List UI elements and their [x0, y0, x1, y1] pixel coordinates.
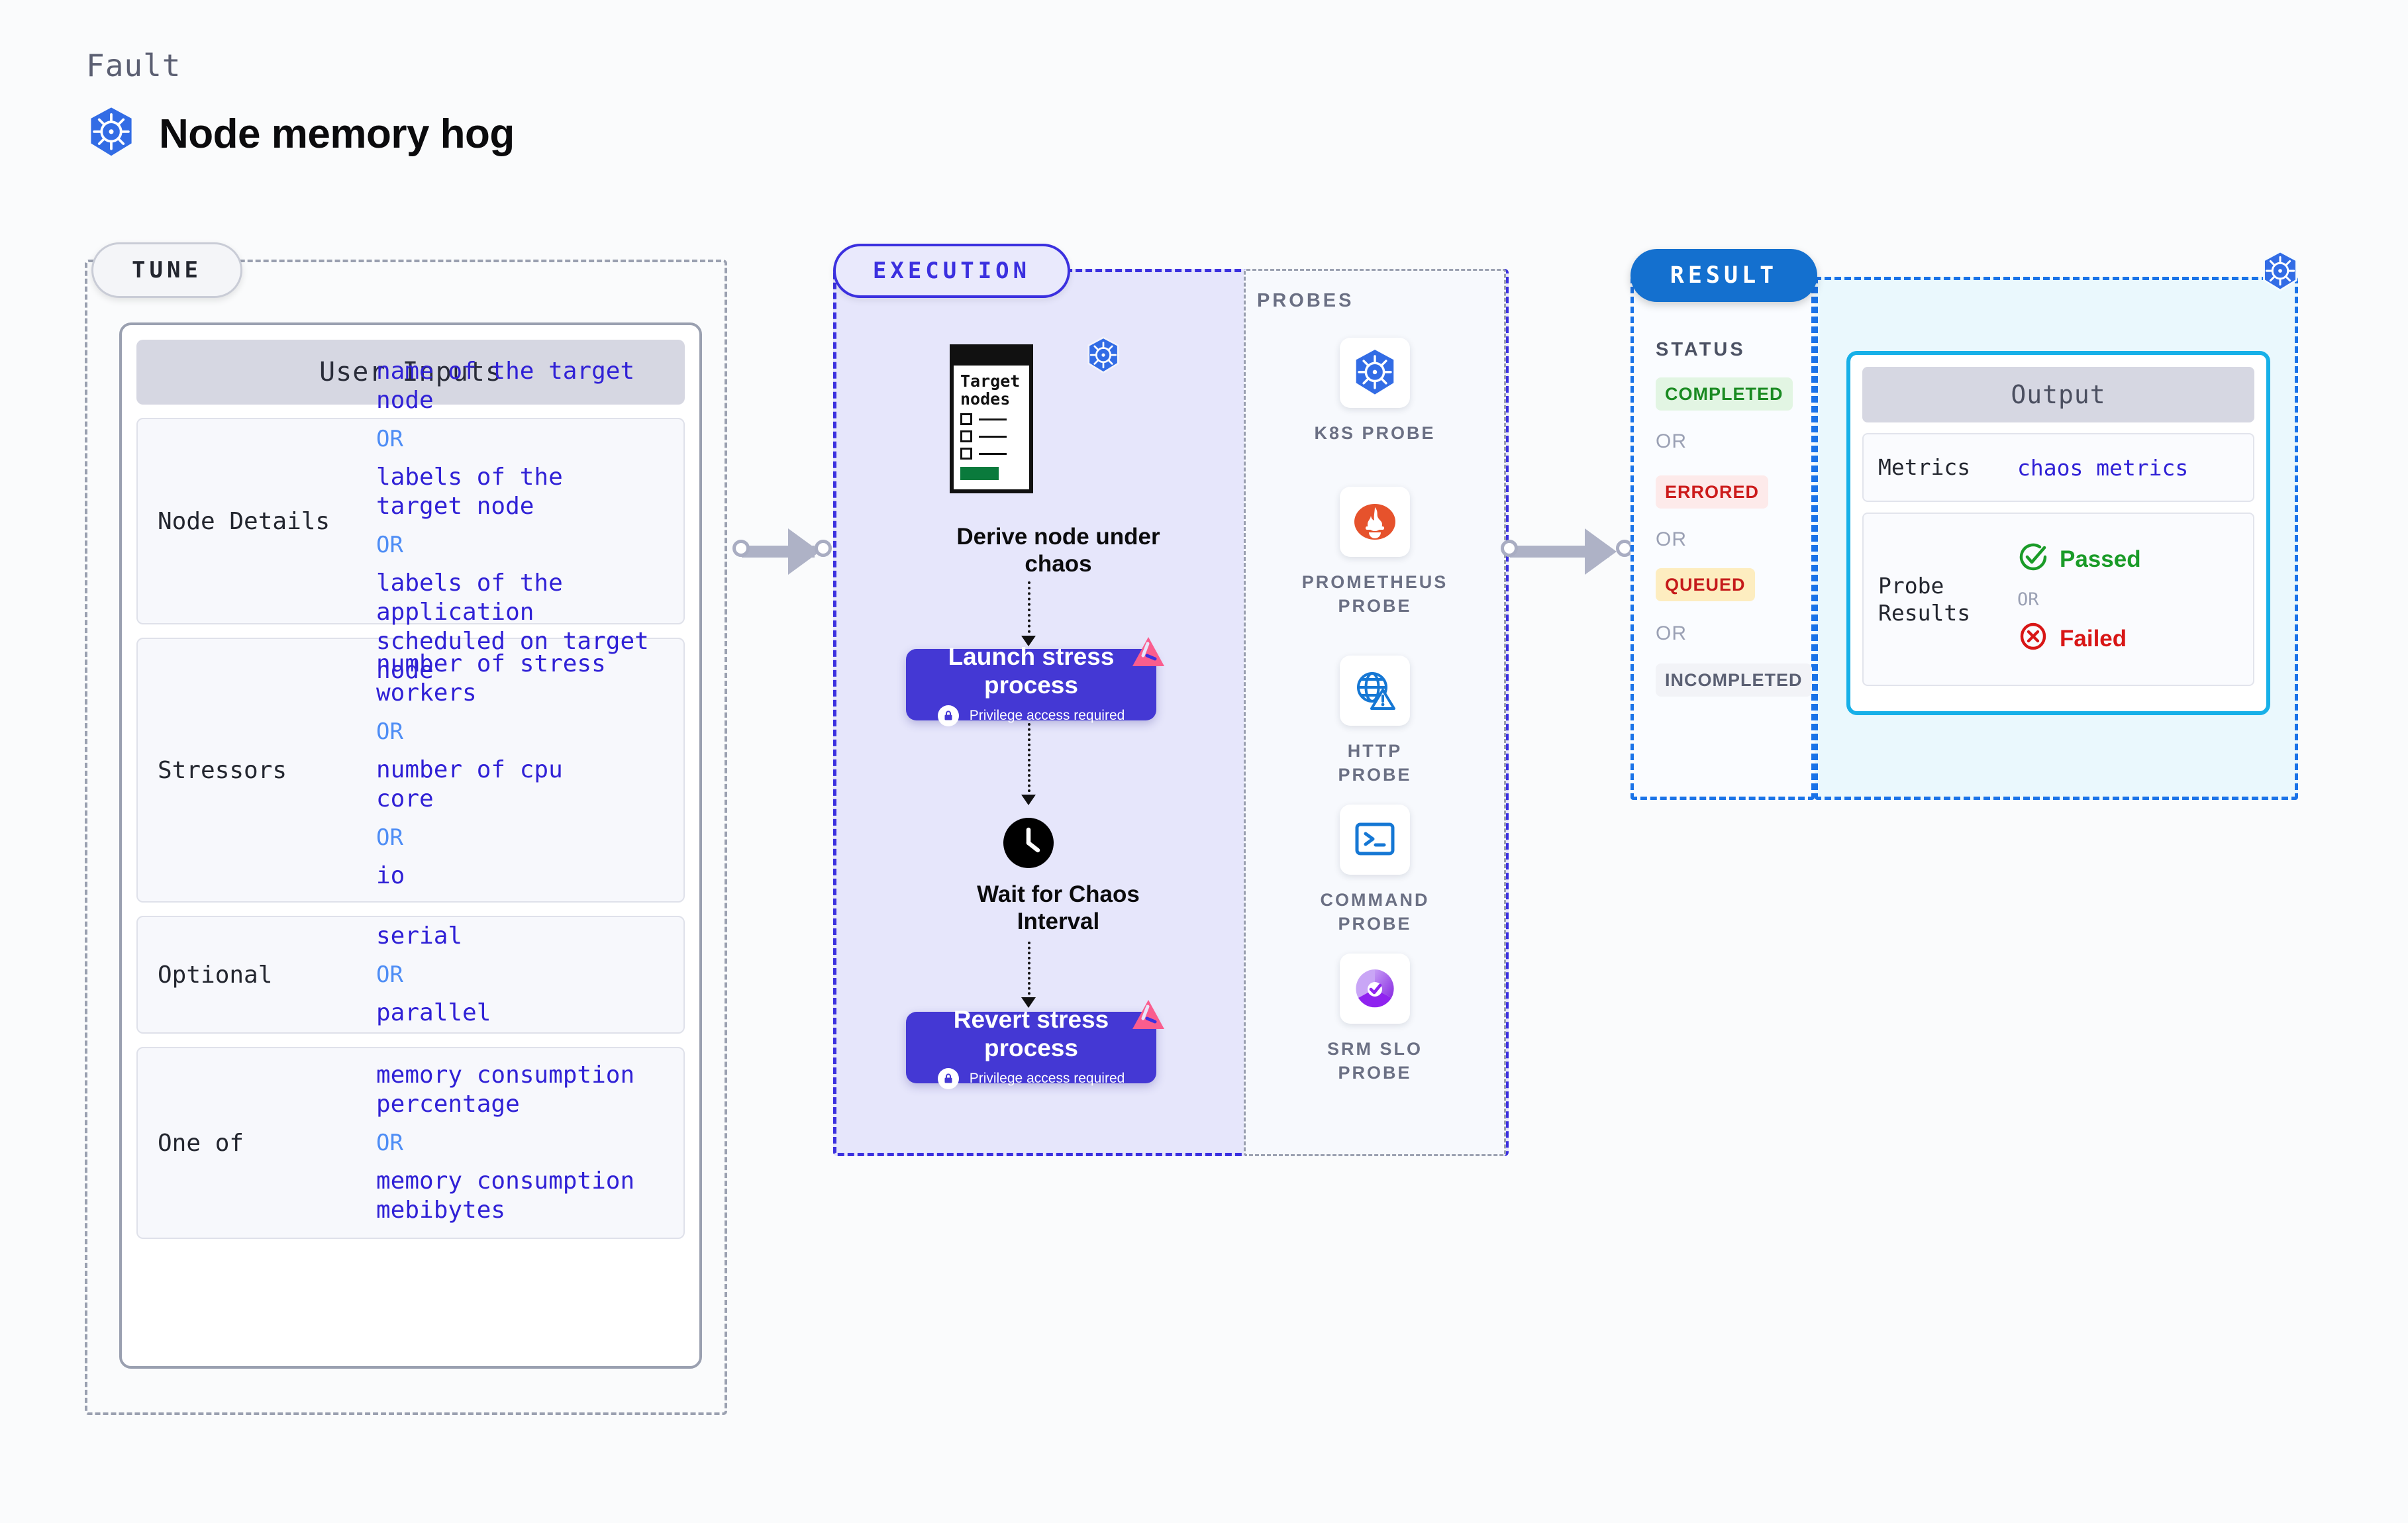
fault-title: Node memory hog — [159, 111, 515, 157]
kubernetes-icon — [1340, 338, 1410, 408]
lock-icon — [937, 705, 959, 726]
status-badge-incompleted: INCOMPLETED — [1656, 663, 1812, 697]
or-separator: OR — [2017, 589, 2039, 610]
privilege-note: Privilege access required — [969, 1070, 1125, 1086]
or-separator: OR — [376, 426, 403, 453]
probe-label: SRM SLO PROBE — [1327, 1039, 1423, 1083]
user-inputs-header: User Inputs — [136, 340, 685, 405]
probe-result-passed: Passed — [2017, 541, 2141, 579]
row-value: parallel — [376, 999, 491, 1026]
row-label: Node Details — [158, 507, 330, 535]
row-value: serial — [376, 922, 463, 950]
failed-label: Failed — [2060, 626, 2127, 652]
target-nodes-title: Target nodes — [960, 371, 1021, 409]
globe-warning-icon — [1340, 656, 1410, 726]
kubernetes-icon — [1085, 336, 1122, 378]
connector-arrow-execution-to-result — [1495, 528, 1641, 575]
x-circle-icon — [2017, 620, 2049, 658]
status-badge-completed: COMPLETED — [1656, 377, 1793, 411]
fault-title-row: Node memory hog — [86, 106, 515, 162]
result-pill-label: RESULT — [1630, 249, 1817, 302]
execution-pill-label: EXECUTION — [833, 244, 1070, 298]
privilege-note: Privilege access required — [969, 707, 1125, 723]
user-input-row-stressors: Stressors number of stress workers OR nu… — [136, 638, 685, 903]
output-row-probe-results: Probe Results Passed OR Failed — [1862, 513, 2254, 686]
probe-label: HTTP PROBE — [1338, 741, 1412, 785]
prometheus-icon — [1340, 487, 1410, 557]
probe-item-k8s[interactable]: K8S PROBE — [1309, 338, 1441, 445]
probe-item-http[interactable]: HTTP PROBE — [1309, 656, 1441, 787]
metrics-label: Metrics — [1878, 454, 1971, 481]
user-input-row-one-of: One of memory consumption percentage OR … — [136, 1047, 685, 1239]
or-separator: OR — [376, 961, 403, 988]
launch-stress-process-box[interactable]: Launch stress process Privilege access r… — [906, 637, 1164, 726]
kubernetes-icon — [86, 106, 136, 162]
derive-node-caption: Derive node under chaos — [956, 524, 1160, 577]
probe-item-command[interactable]: COMMAND PROBE — [1309, 805, 1441, 936]
check-circle-icon — [2017, 541, 2049, 579]
terminal-icon — [1340, 805, 1410, 875]
row-value: labels of the target node — [376, 464, 563, 520]
or-separator: OR — [1656, 528, 1687, 550]
row-value: labels of the application scheduled on t… — [376, 569, 649, 684]
output-card: Output Metrics chaos metrics Probe Resul… — [1846, 351, 2270, 715]
connector-arrow-tune-to-execution — [727, 528, 840, 575]
probe-item-srm-slo[interactable]: SRM SLO PROBE — [1309, 954, 1441, 1085]
row-label: Optional — [158, 961, 273, 989]
probe-label: PROMETHEUS PROBE — [1301, 572, 1448, 616]
probe-label: K8S PROBE — [1314, 423, 1436, 443]
harness-icon — [1130, 636, 1168, 669]
revert-stress-title: Revert stress process — [953, 1006, 1109, 1061]
row-label: Stressors — [158, 756, 287, 784]
wait-for-chaos-caption: Wait for Chaos Interval — [977, 881, 1140, 935]
user-input-row-node-details: Node Details name of the target node OR … — [136, 358, 685, 684]
fault-label: Fault — [86, 48, 181, 83]
or-separator: OR — [376, 824, 403, 851]
revert-stress-process-box[interactable]: Revert stress process Privilege access r… — [906, 1000, 1164, 1089]
row-value: io — [376, 861, 405, 889]
tune-pill-label: TUNE — [91, 242, 242, 298]
status-section-label: STATUS — [1656, 339, 1746, 360]
launch-stress-title: Launch stress process — [948, 643, 1115, 699]
status-badge-queued: QUEUED — [1656, 568, 1755, 601]
user-input-row-optional: Optional serial OR parallel — [136, 916, 685, 1034]
kubernetes-icon — [2260, 250, 2301, 296]
row-label: One of — [158, 1129, 244, 1157]
output-header: Output — [1862, 367, 2254, 422]
probe-results-label: Probe Results — [1878, 572, 1971, 626]
row-value: number of stress workers — [376, 650, 606, 707]
tune-section-panel — [85, 260, 727, 1415]
metrics-value: chaos metrics — [2017, 454, 2189, 481]
probe-result-failed: Failed — [2017, 620, 2141, 658]
user-inputs-card: User Inputs Node Details name of the tar… — [119, 322, 702, 1369]
row-value: memory consumption mebibytes — [376, 1167, 635, 1224]
output-row-metrics: Metrics chaos metrics — [1862, 433, 2254, 502]
checkbox-icon — [960, 448, 972, 460]
result-status-panel — [1630, 277, 1815, 800]
row-value: name of the target node — [376, 358, 635, 415]
probe-item-prometheus[interactable]: PROMETHEUS PROBE — [1302, 487, 1446, 618]
or-separator: OR — [1656, 430, 1687, 452]
probes-section-label: PROBES — [1257, 290, 1354, 311]
probe-label: COMMAND PROBE — [1320, 890, 1430, 934]
row-value: memory consumption percentage — [376, 1061, 635, 1118]
target-nodes-card: Target nodes — [950, 344, 1033, 493]
status-badge-errored: ERRORED — [1656, 475, 1769, 509]
passed-label: Passed — [2060, 546, 2141, 572]
checkbox-icon — [960, 430, 972, 442]
srm-slo-icon — [1340, 954, 1410, 1024]
checkbox-icon — [960, 413, 972, 425]
lock-icon — [937, 1067, 959, 1089]
clock-icon — [1001, 816, 1056, 873]
or-separator: OR — [1656, 622, 1687, 644]
or-separator: OR — [376, 532, 403, 558]
or-separator: OR — [376, 1130, 403, 1156]
harness-icon — [1130, 999, 1168, 1032]
or-separator: OR — [376, 718, 403, 746]
row-value: number of cpu core — [376, 756, 563, 812]
